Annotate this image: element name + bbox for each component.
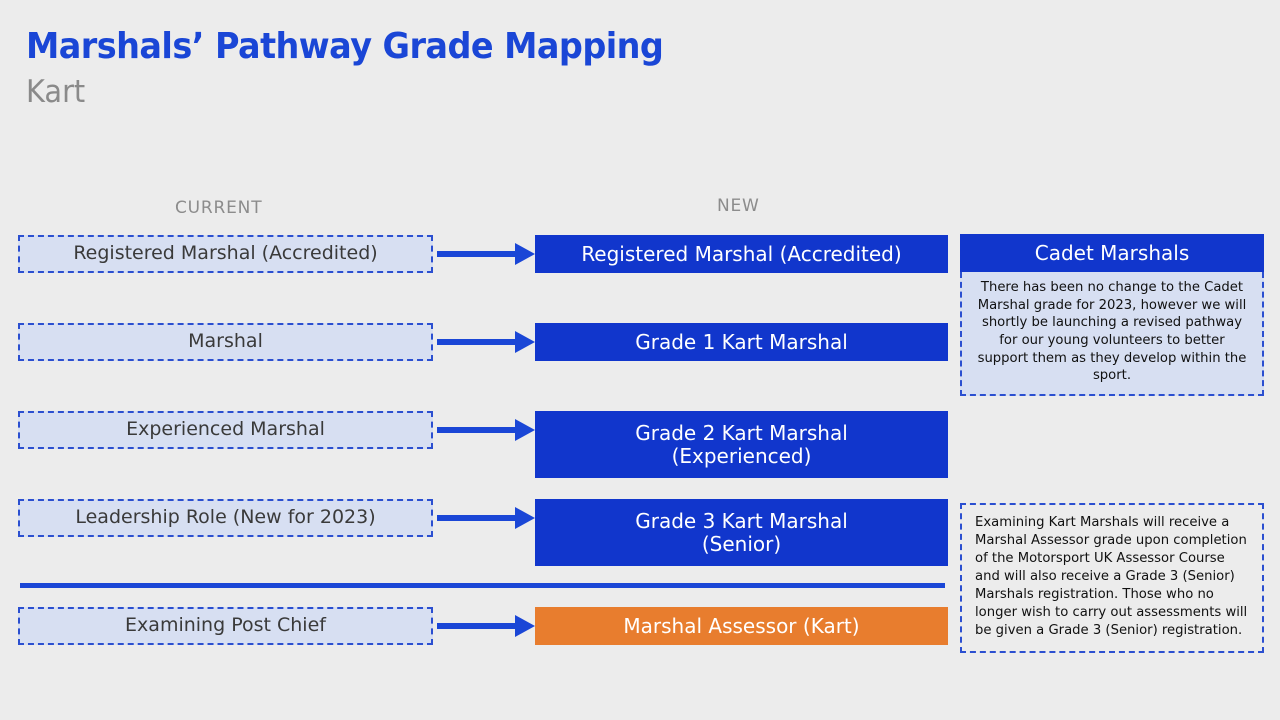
current-box-row-5: Examining Post Chief	[18, 607, 433, 645]
arrow-row-5	[437, 615, 535, 637]
new-box-row-4-line-1: Grade 3 Kart Marshal	[635, 508, 848, 533]
new-box-row-3: Grade 2 Kart Marshal (Experienced)	[535, 411, 948, 478]
arrow-row-3	[437, 419, 535, 441]
column-header-current: CURRENT	[175, 198, 263, 218]
current-box-row-1: Registered Marshal (Accredited)	[18, 235, 433, 273]
new-box-row-2: Grade 1 Kart Marshal	[535, 323, 948, 361]
examining-marshals-note: Examining Kart Marshals will receive a M…	[960, 503, 1264, 653]
page-title: Marshals’ Pathway Grade Mapping	[26, 26, 664, 67]
new-box-row-3-line-1: Grade 2 Kart Marshal	[635, 420, 848, 445]
cadet-marshals-body: There has been no change to the Cadet Ma…	[960, 272, 1264, 397]
arrow-row-2	[437, 331, 535, 353]
arrow-row-1	[437, 243, 535, 265]
new-box-row-4-line-2: (Senior)	[701, 531, 782, 556]
current-box-row-3: Experienced Marshal	[18, 411, 433, 449]
page-subtitle: Kart	[26, 73, 86, 110]
arrow-row-4	[437, 507, 535, 529]
section-divider	[20, 583, 945, 588]
new-box-row-4: Grade 3 Kart Marshal (Senior)	[535, 499, 948, 566]
column-header-new: NEW	[717, 196, 760, 216]
title-block: Marshals’ Pathway Grade Mapping Kart	[26, 28, 711, 109]
cadet-marshals-panel: Cadet Marshals There has been no change …	[960, 234, 1264, 397]
new-box-row-3-line-2: (Experienced)	[671, 443, 812, 468]
current-box-row-2: Marshal	[18, 323, 433, 361]
new-box-row-5: Marshal Assessor (Kart)	[535, 607, 948, 645]
cadet-marshals-heading: Cadet Marshals	[960, 234, 1264, 272]
new-box-row-1: Registered Marshal (Accredited)	[535, 235, 948, 273]
current-box-row-4: Leadership Role (New for 2023)	[18, 499, 433, 537]
